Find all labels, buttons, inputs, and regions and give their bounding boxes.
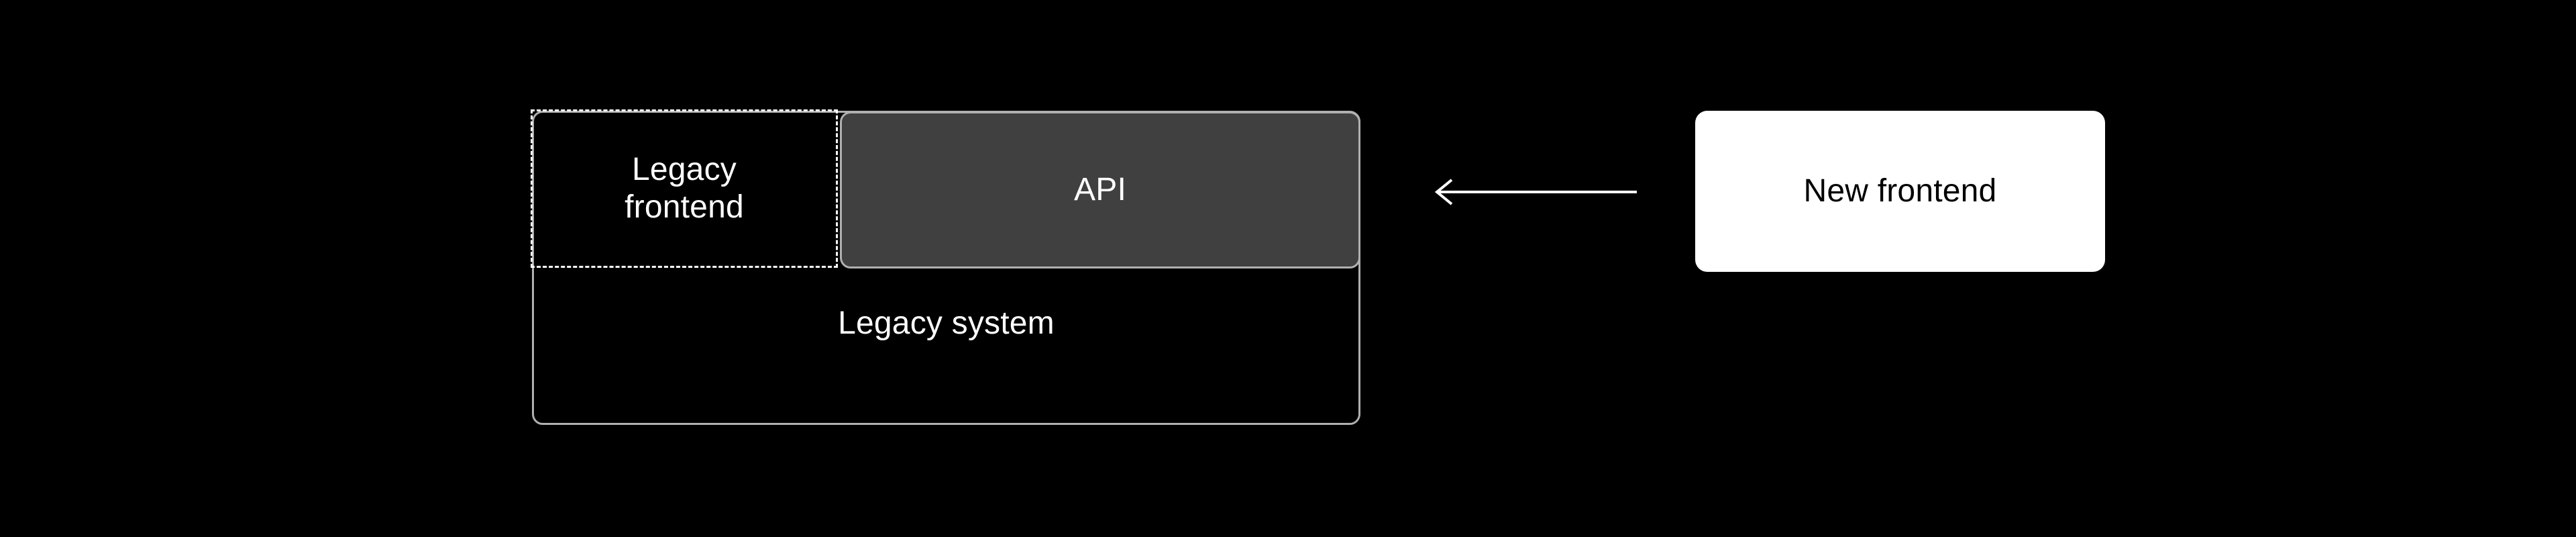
node-legacy-system-label: Legacy system bbox=[838, 305, 1055, 341]
node-legacy-frontend-label-line2: frontend bbox=[625, 189, 744, 225]
arrow-head-icon bbox=[1434, 179, 1453, 205]
node-legacy-frontend-label: Legacy frontend bbox=[625, 151, 744, 226]
edge-new-frontend-to-api-arrow bbox=[1434, 179, 1637, 205]
node-new-frontend[interactable]: New frontend bbox=[1695, 111, 2105, 272]
node-new-frontend-label: New frontend bbox=[1803, 173, 1997, 209]
node-api-label: API bbox=[1074, 172, 1126, 207]
node-api[interactable]: API bbox=[840, 111, 1360, 268]
node-legacy-frontend-label-line1: Legacy bbox=[632, 152, 737, 187]
node-legacy-frontend[interactable]: Legacy frontend bbox=[531, 109, 838, 268]
